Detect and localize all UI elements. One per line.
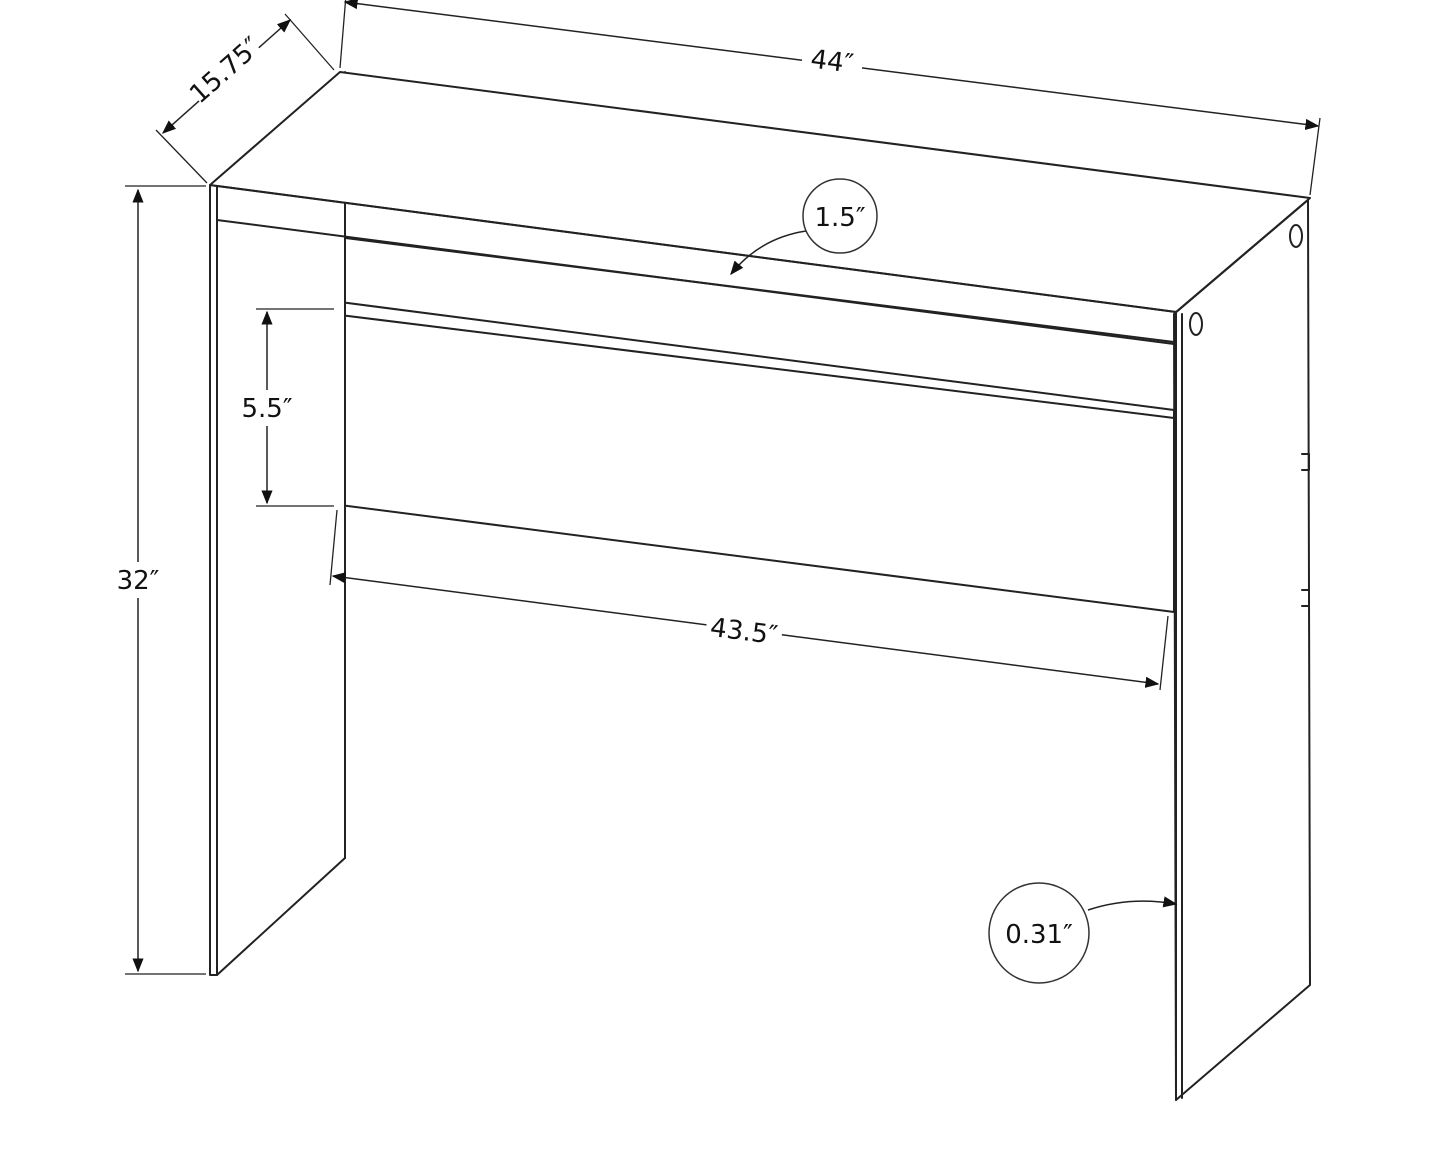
table-top xyxy=(209,71,1311,313)
table-top-front-edge xyxy=(216,185,1177,313)
hardware-mark-upper xyxy=(1301,453,1310,471)
drawer-front xyxy=(339,301,1175,613)
top-thickness-edge xyxy=(216,219,1175,345)
width-label: 44″ xyxy=(809,44,856,79)
table-drawing xyxy=(209,71,1311,1101)
callout-side-thickness: 0.31″ xyxy=(988,882,1178,984)
dimension-height: 32″ xyxy=(110,185,206,975)
left-side-panel xyxy=(209,71,346,976)
side-thickness-bubble xyxy=(988,882,1090,984)
drawer-top-lip xyxy=(339,314,1175,419)
hardware-mark-lower xyxy=(1301,589,1310,607)
callout-top-thickness: 1.5″ xyxy=(730,178,878,276)
top-thickness-label: 1.5″ xyxy=(814,203,865,233)
height-label: 32″ xyxy=(117,566,160,596)
side-thickness-leader xyxy=(1087,896,1178,911)
top-thickness-leader xyxy=(730,230,807,276)
dimension-width: 44″ xyxy=(339,0,1321,196)
hole-lower xyxy=(1189,312,1203,336)
drawer-height-label: 5.5″ xyxy=(241,394,292,424)
dimension-drawer-height: 5.5″ xyxy=(236,308,334,507)
hole-upper xyxy=(1289,224,1303,248)
side-thickness-label: 0.31″ xyxy=(1005,920,1073,950)
dimension-inner-width: 43.5″ xyxy=(329,509,1169,691)
top-thickness-bubble xyxy=(802,178,878,254)
